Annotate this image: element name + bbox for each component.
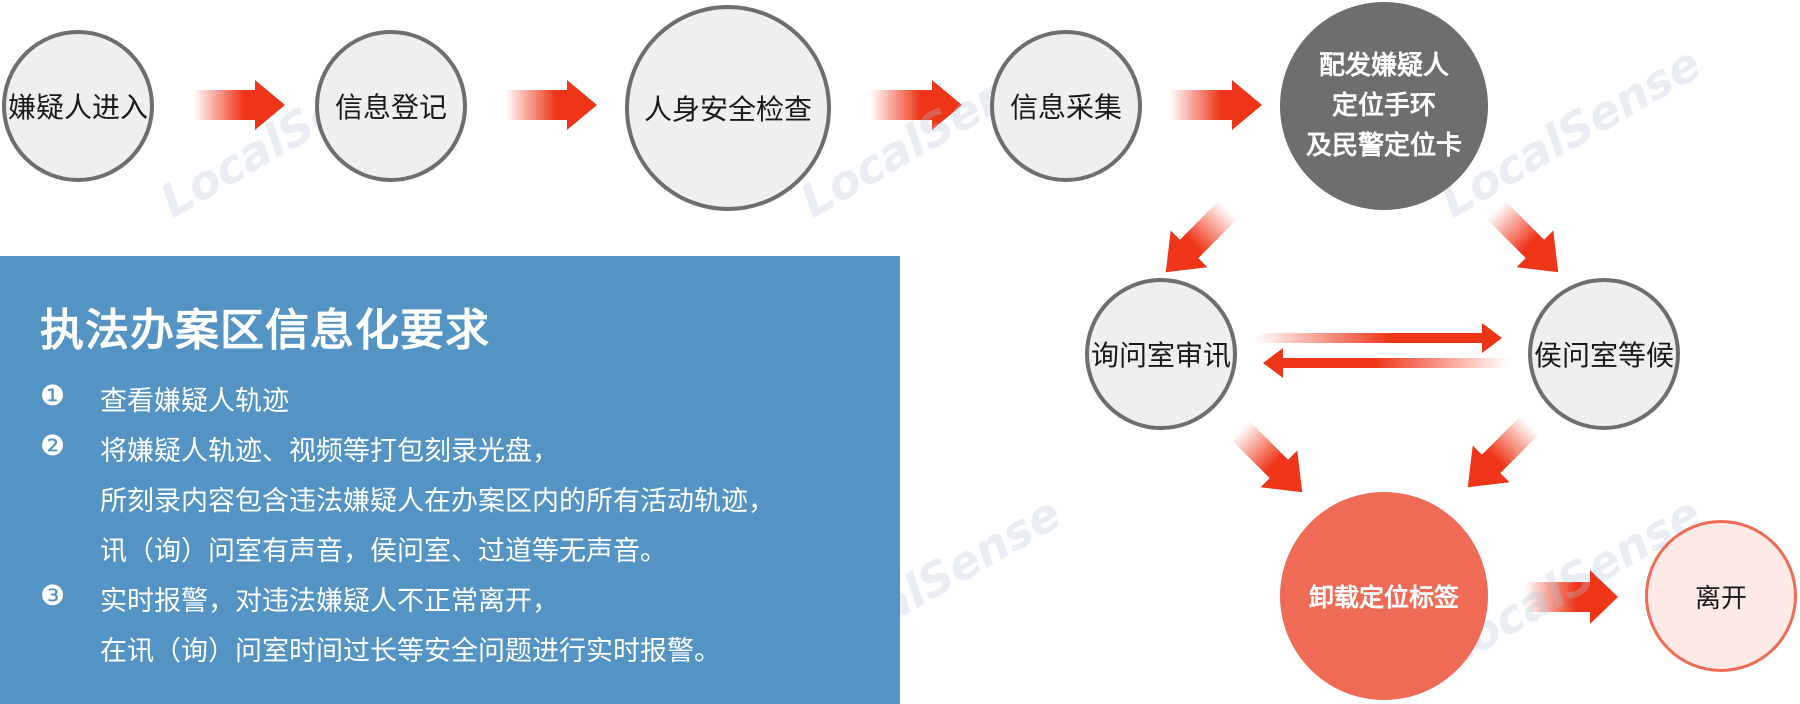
requirement-line: 实时报警，对违法嫌疑人不正常离开， [100,586,559,617]
node-label: 嫌疑人进入 [7,91,148,124]
node-leave: 离开 [1645,520,1797,672]
node-label: 侯问室等候 [1533,339,1674,372]
node-label-line: 及民警定位卡 [1305,131,1462,161]
node-label: 人身安全检查 [643,93,812,126]
requirement-number: ❷ [40,429,66,462]
requirement-line: 所刻录内容包含违法嫌疑人在办案区内的所有活动轨迹， [100,486,775,517]
arrow-right [1525,570,1618,624]
node-suspect-enter: 嫌疑人进入 [2,30,154,182]
arrow-right [870,80,962,130]
node-info-collect: 信息采集 [990,30,1142,182]
arrow-down-left [1165,200,1238,273]
arrow-down-right [1230,420,1303,493]
requirement-line: 讯（询）问室有声音，侯问室、过道等无声音。 [100,536,667,567]
node-label: 询问室审讯 [1090,339,1231,372]
arrow-right [1170,80,1262,130]
node-security-check: 人身安全检查 [625,5,831,211]
arrow-down-left [1467,415,1540,488]
node-label-line: 定位手环 [1331,91,1436,121]
requirement-line: 在讯（询）问室时间过长等安全问题进行实时报警。 [100,636,721,667]
requirement-number: ❸ [40,579,66,612]
arrow-to-waiting [1255,323,1502,353]
arrow-right [505,80,597,130]
requirements-panel: 执法办案区信息化要求 ❶ 查看嫌疑人轨迹 ❷ 将嫌疑人轨迹、视频等打包刻录光盘，… [0,256,900,704]
requirement-line: 将嫌疑人轨迹、视频等打包刻录光盘， [100,436,559,467]
node-interrogation-room: 询问室审讯 [1085,278,1237,430]
arrow-to-interrogation [1263,348,1510,378]
node-label: 信息采集 [1009,91,1122,124]
node-label: 信息登记 [334,91,447,124]
panel-title: 执法办案区信息化要求 [40,305,490,356]
arrow-right [193,80,285,130]
node-remove-tag: 卸载定位标签 [1280,492,1488,700]
node-assign-device: 配发嫌疑人 定位手环 及民警定位卡 [1280,2,1488,210]
requirement-number: ❶ [40,379,66,412]
node-info-register: 信息登记 [315,30,467,182]
node-waiting-room: 侯问室等候 [1528,278,1680,430]
node-label-line: 配发嫌疑人 [1318,51,1449,81]
node-label-block: 配发嫌疑人 定位手环 及民警定位卡 [1306,46,1462,166]
node-label: 卸载定位标签 [1308,583,1459,612]
requirement-line: 查看嫌疑人轨迹 [100,386,289,417]
node-label: 离开 [1694,583,1747,614]
arrow-down-right [1486,200,1559,273]
